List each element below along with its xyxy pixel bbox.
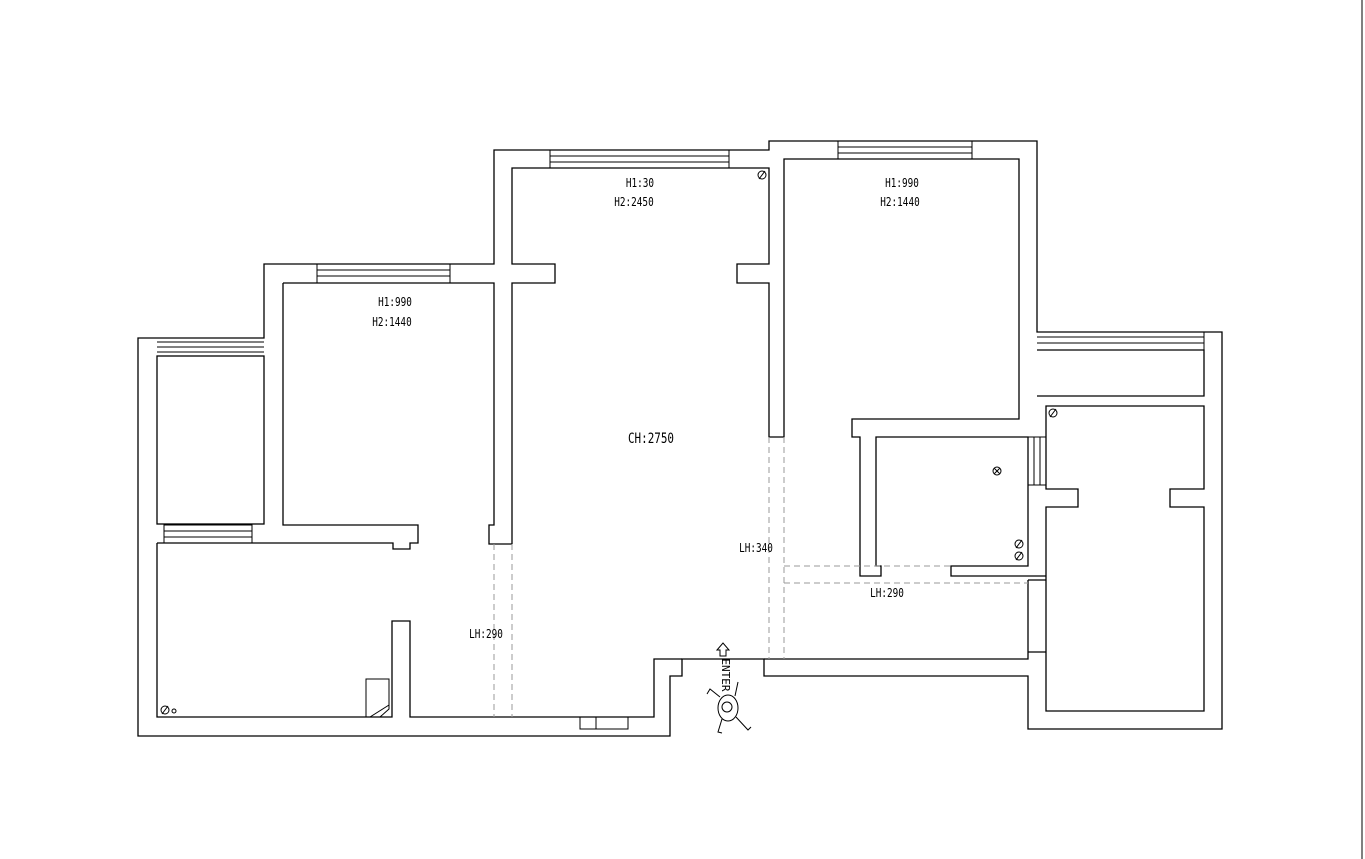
ceiling-height-label: CH:2750 [628,430,674,447]
floor-drain-icon [992,466,1002,476]
lintel-height-label-right: LH:290 [870,586,904,600]
left-bedroom-window [316,263,451,284]
left-bedroom-wall-lower [157,283,419,550]
drain-symbol-icon [1014,539,1024,549]
cabinet-corner [365,678,390,718]
room-label-h2-top-right: H2:1440 [880,195,919,209]
room-label-h2-top-center: H2:2450 [614,195,653,209]
living-room-window [549,149,730,169]
entrance-label: ENTER [719,658,732,691]
lintel-height-label-left: LH:290 [469,627,503,641]
balcony-door-window [163,524,253,544]
lintel-height-label-center: LH:340 [739,541,773,555]
right-bedroom-window [837,140,973,160]
corridor-lower-wall [764,579,1046,660]
entrance-arrow-icon [715,642,731,657]
room-label-h1-top-right: H1:990 [885,176,919,190]
living-room-wall [511,158,1205,712]
drain-symbol-icon [757,170,767,180]
room-label-h1-left: H1:990 [378,295,412,309]
left-balcony [156,355,265,525]
bathroom-window [1028,436,1046,486]
outer-wall [137,140,1223,737]
drain-symbol-icon [160,705,177,715]
drain-symbol-icon [1014,551,1024,561]
room-label-h1-top-center: H1:30 [626,176,654,190]
right-balcony-wall [1037,349,1205,397]
left-balcony-window [157,341,264,353]
lower-left-inner-wall [156,543,682,718]
drain-symbol-icon [1048,408,1058,418]
right-balcony-window [1037,332,1205,350]
bottom-window-sill [579,716,629,730]
room-label-h2-left: H2:1440 [372,315,411,329]
lintel-lines [493,437,1028,717]
left-bedroom-wall [283,282,512,545]
person-figure-icon [706,681,752,734]
